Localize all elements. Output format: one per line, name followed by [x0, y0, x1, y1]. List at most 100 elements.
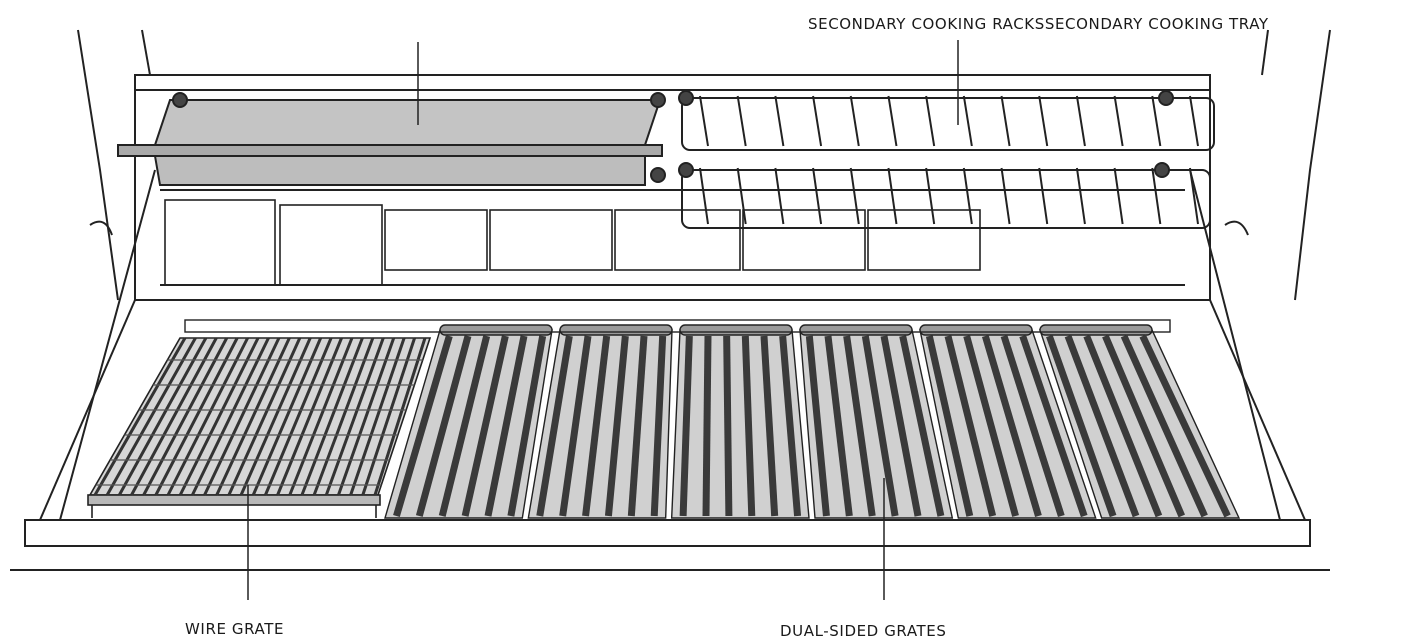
rack-mount — [1154, 162, 1170, 178]
wire-grate — [87, 337, 432, 518]
wire-bar — [130, 337, 218, 496]
rack-bar — [1189, 167, 1199, 225]
grate-panel — [919, 324, 1097, 519]
wire-bar — [178, 337, 260, 496]
wire-bar — [312, 337, 375, 496]
grate-bar — [507, 335, 547, 517]
rack-bar — [1038, 95, 1049, 147]
grate-bar — [582, 335, 611, 517]
rack-mount — [678, 90, 694, 106]
rack-bar — [1038, 167, 1049, 225]
grate-panel-cap — [679, 324, 793, 336]
rack-mount — [678, 162, 694, 178]
rack-bar — [774, 167, 785, 225]
grate-bar — [679, 335, 693, 517]
wire-bar — [93, 337, 187, 496]
grate-bar — [1019, 334, 1088, 518]
rack-bar — [1000, 167, 1011, 225]
rack-bar — [925, 167, 936, 225]
rack-bar — [849, 167, 860, 225]
grate-bar — [1000, 334, 1065, 518]
rack-bar — [1113, 95, 1124, 147]
grate-bar — [604, 335, 629, 517]
leader-lines — [247, 40, 959, 600]
grate-bar — [650, 335, 667, 517]
wire-bar — [276, 337, 343, 496]
rack-bar — [1189, 95, 1199, 147]
grate-bar — [843, 335, 876, 517]
wire-bar — [373, 337, 427, 496]
grate-panel-cap — [1039, 324, 1153, 336]
rack-bar — [699, 95, 709, 147]
rack-bar — [1075, 167, 1086, 225]
rack-bar — [1151, 167, 1162, 225]
wire-bar — [215, 337, 291, 496]
grate-bar — [393, 335, 453, 517]
rack-bar — [1151, 95, 1162, 147]
grate-bar — [925, 335, 974, 517]
wire-bar — [264, 337, 333, 496]
wire-bar — [324, 337, 385, 496]
rack-bar — [1113, 167, 1124, 225]
dual-sided-grates — [184, 319, 1241, 519]
wire-bar — [288, 337, 354, 496]
wire-bar — [361, 337, 416, 496]
wire-bar — [154, 337, 239, 496]
grate-bar — [559, 335, 592, 517]
grate-bar — [1064, 334, 1140, 518]
grate-back-rail — [184, 319, 1171, 333]
rack-bar — [1000, 95, 1011, 147]
rack-bar — [736, 95, 747, 147]
grate-panel-cap — [919, 324, 1033, 336]
rack-bar — [812, 95, 823, 147]
wire-bar — [300, 337, 364, 496]
grate-bar — [723, 335, 733, 517]
grate-panel-cap — [559, 324, 673, 336]
grate-bar — [1046, 334, 1117, 518]
rack-bar — [887, 95, 898, 147]
label-secondary-cooking-racks-tray: SECONDARY COOKING RACKSSECONDARY COOKING… — [808, 15, 1269, 33]
wire-bar — [251, 337, 323, 496]
wire-bar — [105, 337, 197, 496]
rack-bar — [812, 167, 823, 225]
rack-bar — [849, 95, 860, 147]
grate-panel — [670, 324, 810, 519]
rack-bar — [774, 95, 785, 147]
rack-bar — [887, 167, 898, 225]
label-wire-grate: WIRE GRATE — [185, 620, 285, 638]
grate-bar — [741, 335, 756, 517]
grate-bar — [944, 335, 997, 517]
grate-panel-cap — [439, 324, 553, 336]
grate-panel — [1039, 324, 1241, 519]
grate-bar — [484, 335, 528, 517]
secondary-cooking-racks — [678, 90, 1215, 229]
rack-bar — [962, 95, 973, 147]
grate-bar — [1139, 334, 1231, 518]
grate-bar — [981, 335, 1042, 517]
wire-bar — [337, 337, 396, 496]
grate-bar — [415, 335, 472, 517]
wire-bar — [227, 337, 302, 496]
grate-bar — [805, 335, 830, 517]
rack-bar — [699, 167, 709, 225]
grate-bar — [899, 335, 945, 517]
grate-bar — [963, 335, 1019, 517]
wire-bar — [203, 337, 281, 496]
grate-bar — [1102, 334, 1185, 518]
label-dual-sided-grates: DUAL-SIDED GRATES — [780, 622, 947, 640]
wire-bar — [239, 337, 312, 496]
grate-bar — [438, 335, 491, 517]
grate-panel-body — [527, 329, 673, 519]
wire-bar — [349, 337, 406, 496]
grate-bar — [824, 335, 853, 517]
grate-bar — [779, 335, 802, 517]
wire-bar — [142, 337, 229, 496]
grate-panel — [799, 324, 954, 519]
wire-bar — [166, 337, 249, 496]
grate-panel — [527, 324, 673, 519]
grate-bar — [760, 335, 779, 517]
rack-bar — [736, 167, 747, 225]
grate-bar — [461, 335, 509, 517]
back-compartments — [164, 199, 981, 286]
